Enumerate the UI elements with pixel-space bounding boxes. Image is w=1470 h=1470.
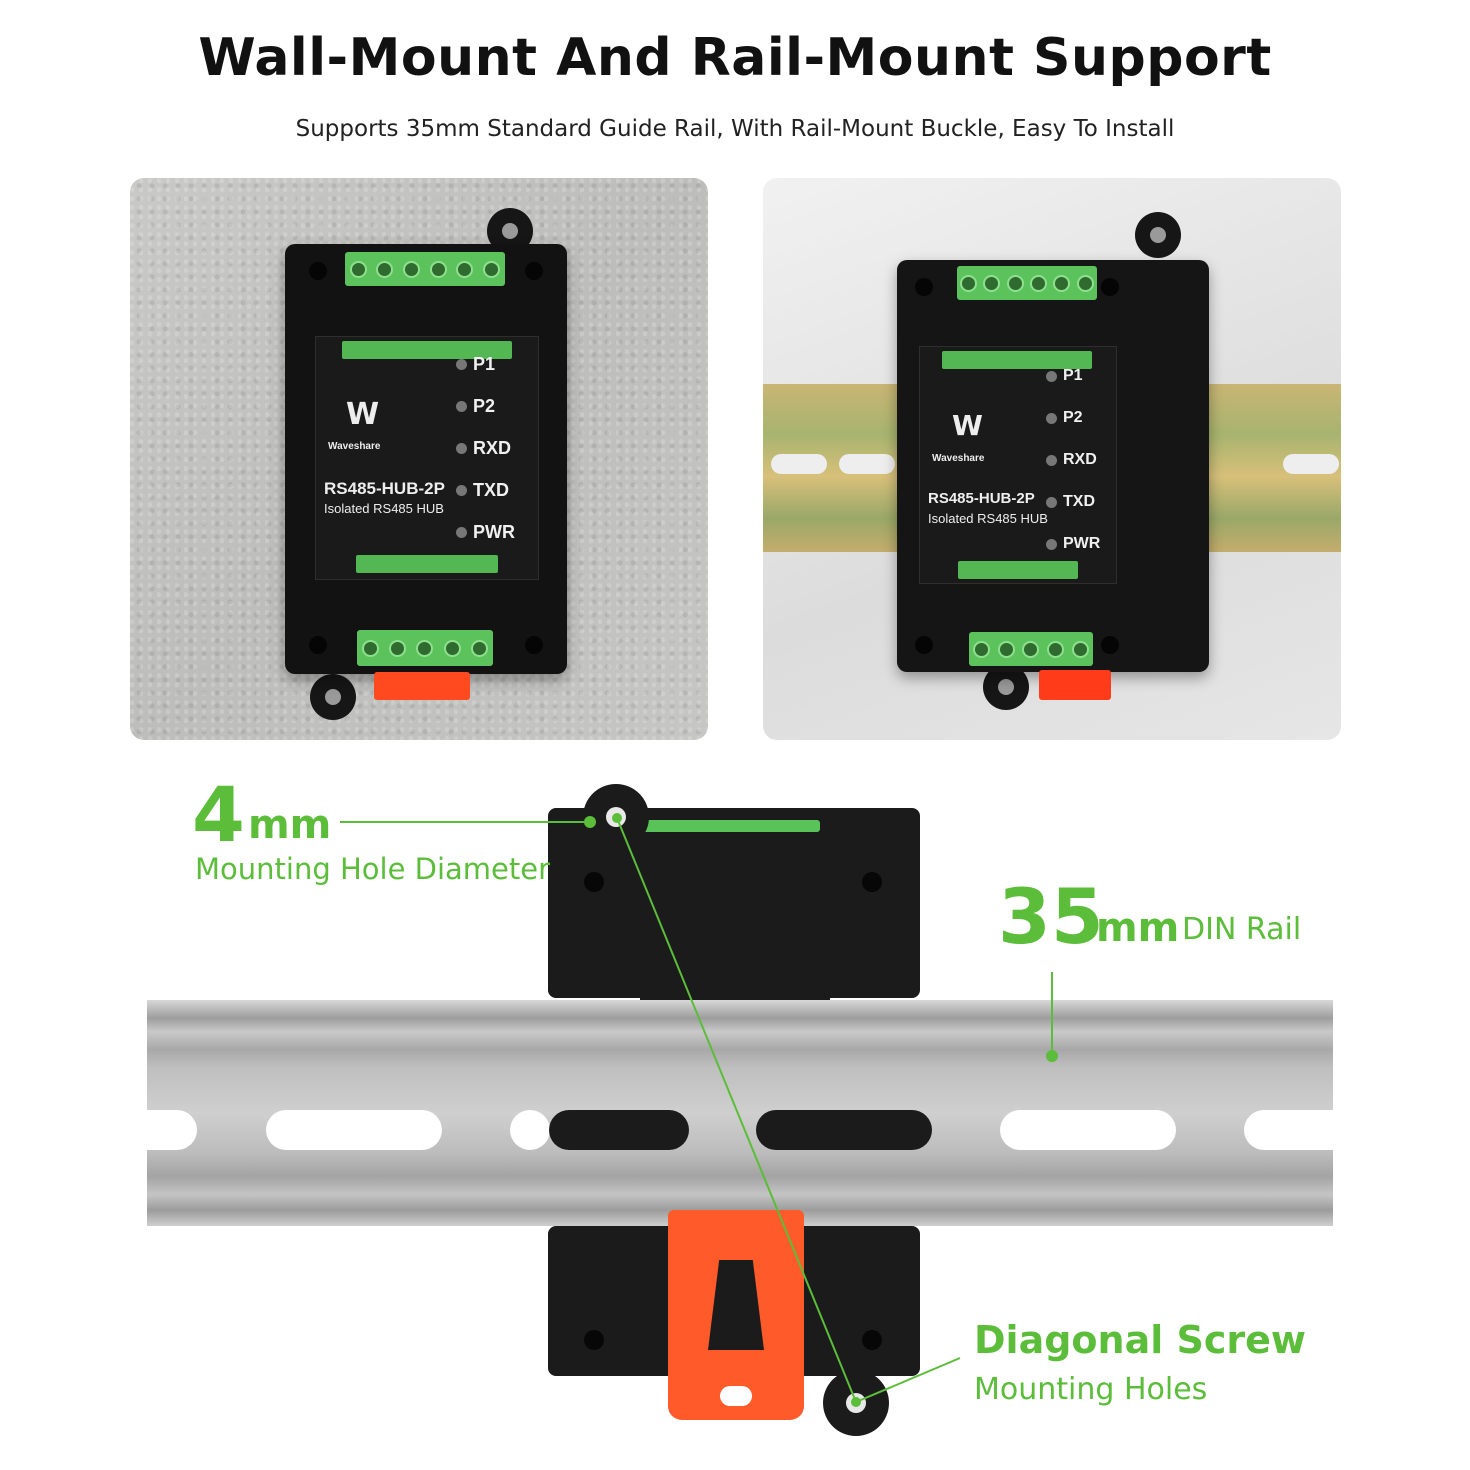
mount-lug-top: [1135, 212, 1181, 258]
mount-lug-bottom: [310, 674, 356, 720]
rail-size-value: 35: [998, 872, 1104, 961]
indicator-rxd: RXD: [456, 427, 515, 469]
rail-buckle: [374, 672, 470, 700]
top-terminal-block: [345, 252, 505, 286]
indicator-p1: P1: [456, 343, 515, 385]
hub-enclosure: W Waveshare RS485-HUB-2P Isolated RS485 …: [897, 260, 1209, 672]
indicator-list: P1 P2 RXD TXD PWR: [1046, 355, 1100, 565]
top-terminal-block: [957, 266, 1097, 300]
hub-enclosure: W Waveshare RS485-HUB-2P Isolated RS485 …: [285, 244, 567, 674]
brand-label: Waveshare: [328, 441, 381, 452]
indicator-p2: P2: [456, 385, 515, 427]
screw-callout-title: Diagonal Screw: [974, 1318, 1306, 1362]
hole-size-unit: mm: [248, 802, 332, 848]
screw-callout-label: Mounting Holes: [974, 1372, 1208, 1407]
front-label-panel: W Waveshare RS485-HUB-2P Isolated RS485 …: [315, 336, 539, 580]
wall-mount-photo: W Waveshare RS485-HUB-2P Isolated RS485 …: [130, 178, 708, 740]
bottom-terminal-block: [357, 630, 493, 666]
page-title: Wall-Mount And Rail-Mount Support: [198, 28, 1272, 88]
front-label-panel: W Waveshare RS485-HUB-2P Isolated RS485 …: [919, 346, 1117, 584]
page-subtitle: Supports 35mm Standard Guide Rail, With …: [295, 116, 1175, 142]
hole-size-value: 4: [192, 770, 245, 859]
rail-size-label: DIN Rail: [1182, 912, 1302, 947]
rail-size-unit: mm: [1096, 905, 1180, 951]
rail-mount-photo: W Waveshare RS485-HUB-2P Isolated RS485 …: [763, 178, 1341, 740]
rail-buckle: [1039, 670, 1111, 700]
model-label: RS485-HUB-2P Isolated RS485 HUB: [324, 479, 445, 516]
bottom-terminal-block: [969, 632, 1093, 666]
indicator-txd: TXD: [456, 469, 515, 511]
indicator-pwr: PWR: [456, 511, 515, 553]
hole-size-label: Mounting Hole Diameter: [195, 852, 551, 886]
indicator-list: P1 P2 RXD TXD PWR: [456, 343, 515, 553]
rail-buckle: [668, 1210, 804, 1420]
